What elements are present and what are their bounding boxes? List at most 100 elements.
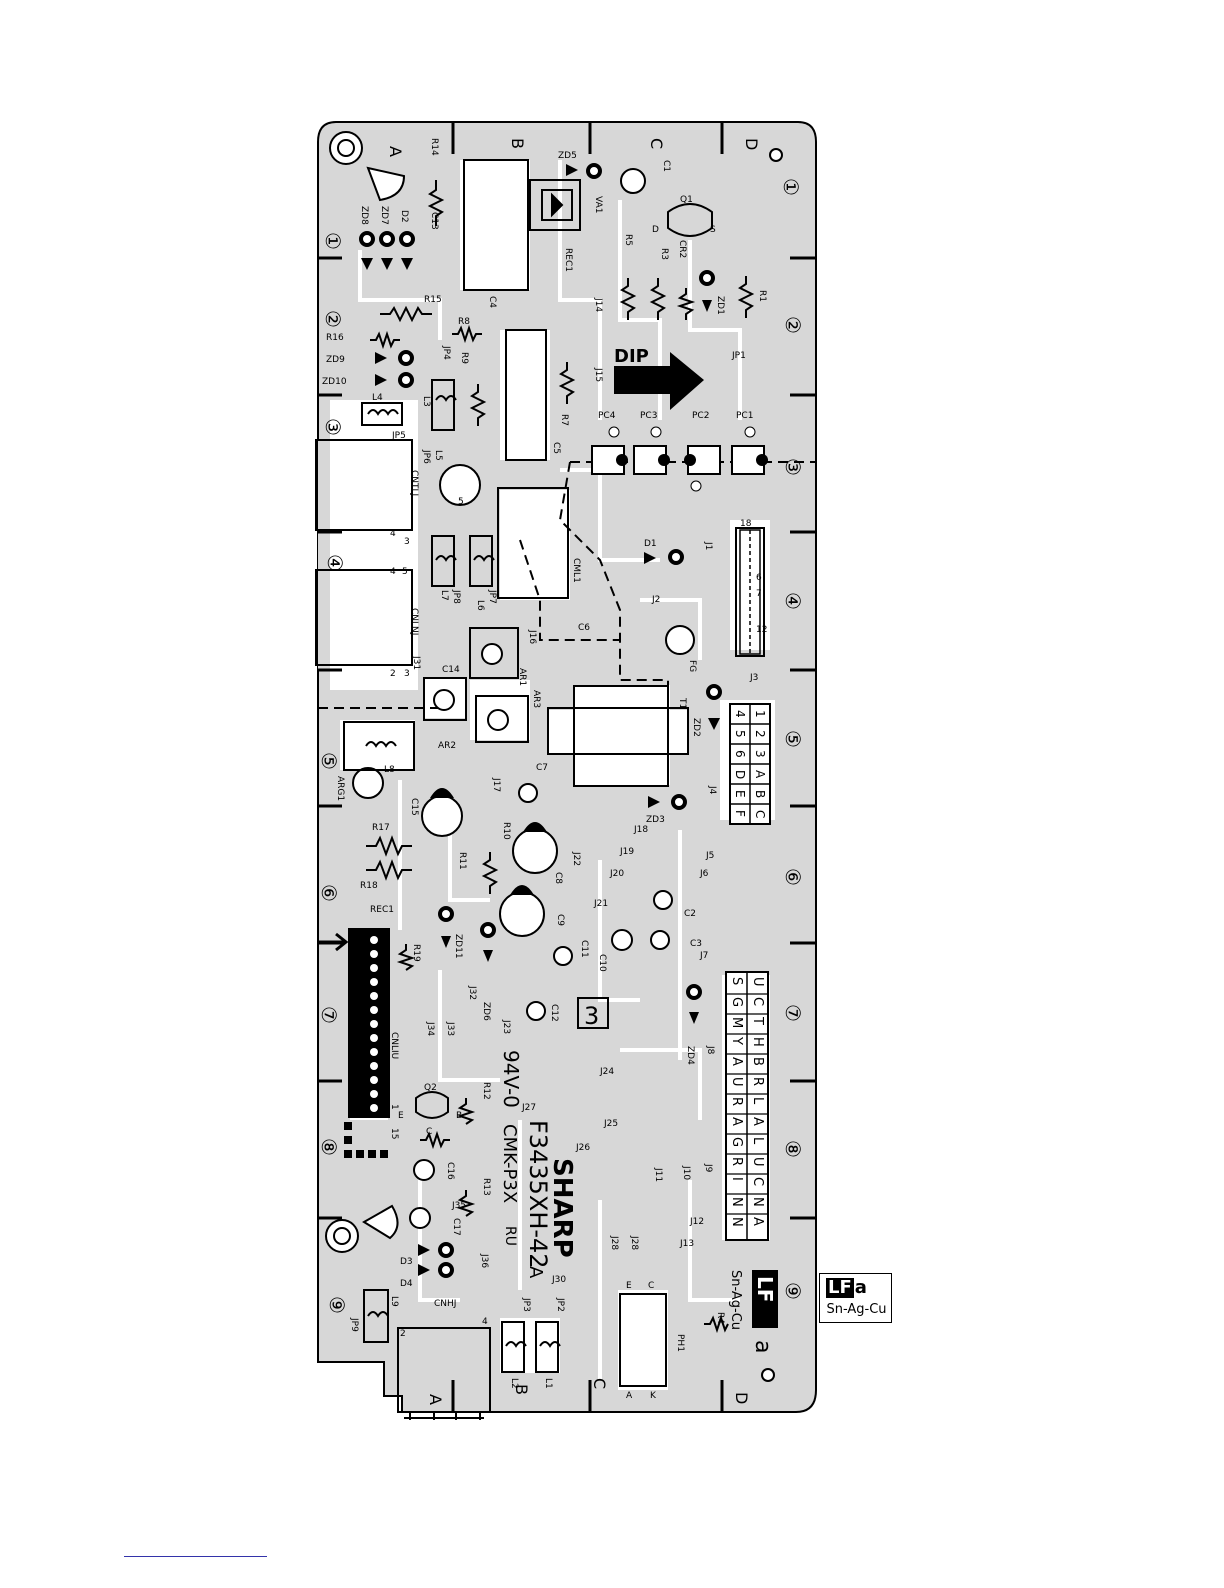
- label-zd1: ZD1: [715, 296, 725, 315]
- label-j1-6: 6: [756, 573, 762, 583]
- row-number-left: ⑧: [317, 1138, 341, 1156]
- label-ph1-e: E: [626, 1281, 632, 1291]
- column-letter-top: C: [647, 138, 666, 149]
- label-j11: J11: [653, 1167, 663, 1182]
- label-j1-7: 7: [756, 589, 762, 599]
- letter-cell: L: [750, 1137, 765, 1145]
- code-cell: A: [753, 770, 767, 779]
- label-rec1-top: REC1: [563, 248, 573, 272]
- letter-cell: U: [750, 1157, 765, 1167]
- label-c6: C6: [578, 623, 590, 633]
- diode-symbols: [361, 164, 720, 1276]
- label-c1: C1: [661, 160, 671, 172]
- letter-cell: R: [729, 1157, 744, 1166]
- cap-polarity-marks: [430, 788, 547, 895]
- column-letter-top: D: [742, 138, 761, 150]
- label-r8: R9: [459, 352, 469, 364]
- letter-cell: U: [750, 977, 765, 987]
- label-c11: C11: [579, 940, 589, 958]
- label-jp1: JP1: [731, 351, 746, 361]
- label-j15: J15: [593, 367, 603, 382]
- letter-cell: R: [750, 1077, 765, 1086]
- lead-free-box: LF: [826, 1277, 854, 1298]
- label-cnhj-2: 2: [400, 1329, 406, 1339]
- lf-mark-suffix: a: [750, 1340, 775, 1353]
- label-zd4: ZD4: [685, 1046, 695, 1065]
- label-cntlj: CNTLJ: [409, 470, 419, 496]
- label-l3: L3: [421, 396, 431, 407]
- column-letter-top: A: [386, 146, 405, 157]
- label-jp3: JP3: [521, 1297, 531, 1312]
- label-cntlj-5: 5: [458, 497, 464, 507]
- label-j13: J13: [679, 1239, 694, 1249]
- row-number-left: ⑨: [325, 1296, 349, 1314]
- label-pc2: PC2: [692, 411, 709, 421]
- label-pc1: PC1: [736, 411, 753, 421]
- fan-mark-bottom: [362, 1204, 399, 1240]
- label-r18: R19: [411, 944, 421, 962]
- label-jp5: JP5: [391, 431, 406, 441]
- row-number-right: ⑨: [781, 1282, 805, 1300]
- label-jp7: JP7: [487, 589, 497, 604]
- label-zd7: ZD7: [379, 206, 389, 225]
- row-number-left: ②: [321, 310, 345, 328]
- label-zd10: ZD10: [322, 377, 347, 387]
- label-r6: R7: [559, 414, 569, 426]
- label-r17: R18: [360, 881, 378, 891]
- resistors: [366, 180, 755, 1334]
- letter-cell: S: [729, 977, 744, 985]
- label-c10: C10: [597, 954, 607, 972]
- letter-cell: R: [729, 1097, 744, 1106]
- letter-cell: A: [750, 1217, 765, 1226]
- label-j9: J9: [703, 1163, 713, 1173]
- row-number-right: ⑥: [781, 868, 805, 886]
- column-letter-bottom: A: [426, 1394, 445, 1405]
- row-number-left: ①: [321, 232, 345, 250]
- label-ar3: AR3: [531, 690, 541, 708]
- label-r12: R13: [481, 1178, 491, 1196]
- label-r10: R11: [457, 852, 467, 870]
- label-j14: J14: [593, 297, 603, 312]
- letter-cell: G: [729, 1137, 744, 1147]
- label-j21: J21: [593, 899, 608, 909]
- warning-text: A: [525, 1266, 546, 1279]
- letter-cell: C: [750, 997, 765, 1006]
- code-cell: 6: [733, 750, 747, 758]
- cnliu-connector: [318, 928, 390, 1158]
- row-number-right: ②: [781, 316, 805, 334]
- pads: [359, 163, 722, 1278]
- label-c13: C13: [429, 212, 439, 230]
- label-c7: C7: [536, 763, 548, 773]
- big-3-mark: 3: [584, 1002, 599, 1030]
- lf-mark: LF: [753, 1276, 777, 1302]
- label-q2-c: C: [426, 1127, 432, 1137]
- label-c17: C17: [451, 1218, 461, 1236]
- part-number-text: F3435XH-42: [524, 1120, 552, 1269]
- label-j1: J1: [703, 541, 713, 550]
- column-letters: A B C D A B C D: [386, 138, 761, 1405]
- transistors: [415, 203, 713, 1119]
- label-r14: R15: [424, 295, 442, 305]
- label-l1: L1: [543, 1378, 553, 1389]
- component-labels: R14 C13 ZD8 ZD7 D2 ZD5 VA1 C1 Q1 D S R5 …: [322, 138, 767, 1401]
- label-pc4: PC4: [598, 411, 616, 421]
- column-letter-bottom: D: [732, 1392, 751, 1404]
- label-j31: J31: [411, 655, 421, 670]
- label-c5: C5: [551, 442, 561, 454]
- label-r13: R14: [429, 138, 439, 156]
- label-ar1: AR1: [517, 668, 527, 686]
- label-cnlnj-2: 2: [390, 669, 396, 679]
- label-c14: C14: [442, 665, 460, 675]
- label-j20: J20: [609, 869, 624, 879]
- label-j4: J4: [707, 785, 717, 795]
- label-l8: L8: [384, 765, 395, 775]
- label-c15: C15: [409, 798, 419, 816]
- row-number-right: ④: [781, 592, 805, 610]
- label-cnliu-15: 15: [389, 1128, 399, 1139]
- label-c9: C9: [555, 914, 565, 926]
- letter-cell: M: [729, 1017, 744, 1028]
- row-number-right: ③: [781, 458, 805, 476]
